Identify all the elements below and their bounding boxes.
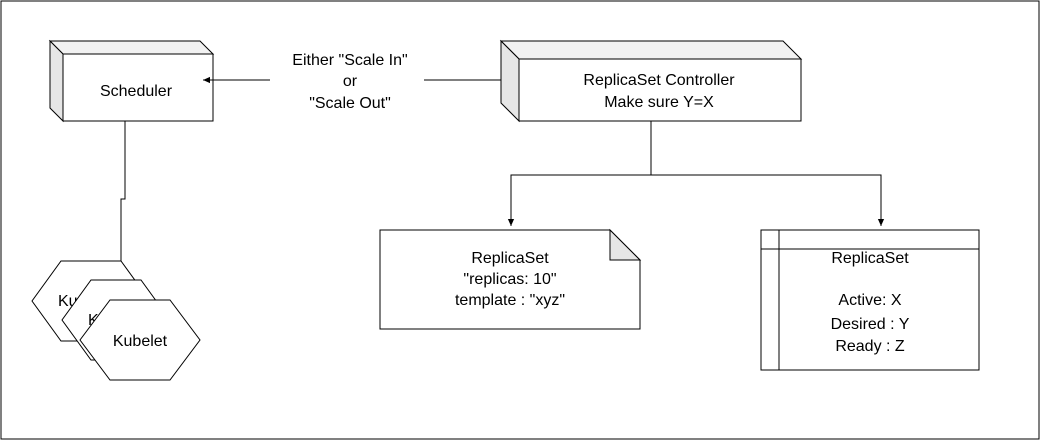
note-fold bbox=[609, 228, 642, 261]
kubelet-middle-label: K bbox=[88, 312, 99, 329]
scheduler-node[interactable]: Scheduler bbox=[48, 39, 215, 123]
controller-label-line1: ReplicaSet Controller bbox=[583, 72, 735, 89]
scheduler-box-top bbox=[48, 40, 215, 55]
controller-fork-edges bbox=[507, 121, 885, 226]
edge-to-spec bbox=[507, 121, 652, 226]
scale-edge: Either "Scale In" or "Scale Out" bbox=[203, 52, 501, 112]
replicaset-controller-node[interactable]: ReplicaSet Controller Make sure Y=X bbox=[499, 39, 803, 123]
replicaset-spec-note[interactable]: ReplicaSet "replicas: 10" template : "xy… bbox=[379, 228, 642, 330]
kubelet-stack: Ku K Kubelet bbox=[31, 260, 201, 381]
status-active: Active: X bbox=[838, 292, 901, 309]
kubelet-front-label: Kubelet bbox=[113, 333, 168, 350]
spec-line2: "replicas: 10" bbox=[463, 271, 556, 288]
note-body bbox=[379, 229, 641, 330]
edge-to-status bbox=[651, 174, 885, 226]
scheduler-box-front bbox=[62, 53, 214, 122]
scheduler-kubelet-edge bbox=[120, 121, 126, 262]
status-ready: Ready : Z bbox=[835, 338, 905, 355]
kubelet-front[interactable]: Kubelet bbox=[79, 299, 201, 381]
spec-line3: template : "xyz" bbox=[455, 292, 565, 309]
scale-edge-label-line1: Either "Scale In" bbox=[292, 52, 407, 69]
status-title: ReplicaSet bbox=[831, 250, 909, 267]
controller-box-front bbox=[518, 58, 802, 122]
status-desired: Desired : Y bbox=[831, 316, 910, 333]
scale-edge-label-line3: "Scale Out" bbox=[309, 95, 391, 112]
kubelet-front-hexagon bbox=[79, 299, 201, 381]
scheduler-box-side bbox=[49, 39, 64, 123]
scale-edge-label-line2: or bbox=[343, 73, 358, 90]
controller-box-top bbox=[499, 40, 803, 60]
spec-line1: ReplicaSet bbox=[471, 250, 549, 267]
scheduler-label: Scheduler bbox=[100, 83, 173, 100]
replicaset-status-box[interactable]: ReplicaSet Active: X Desired : Y Ready :… bbox=[760, 229, 980, 371]
status-box-outline bbox=[760, 229, 980, 371]
controller-label-line2: Make sure Y=X bbox=[604, 94, 714, 111]
